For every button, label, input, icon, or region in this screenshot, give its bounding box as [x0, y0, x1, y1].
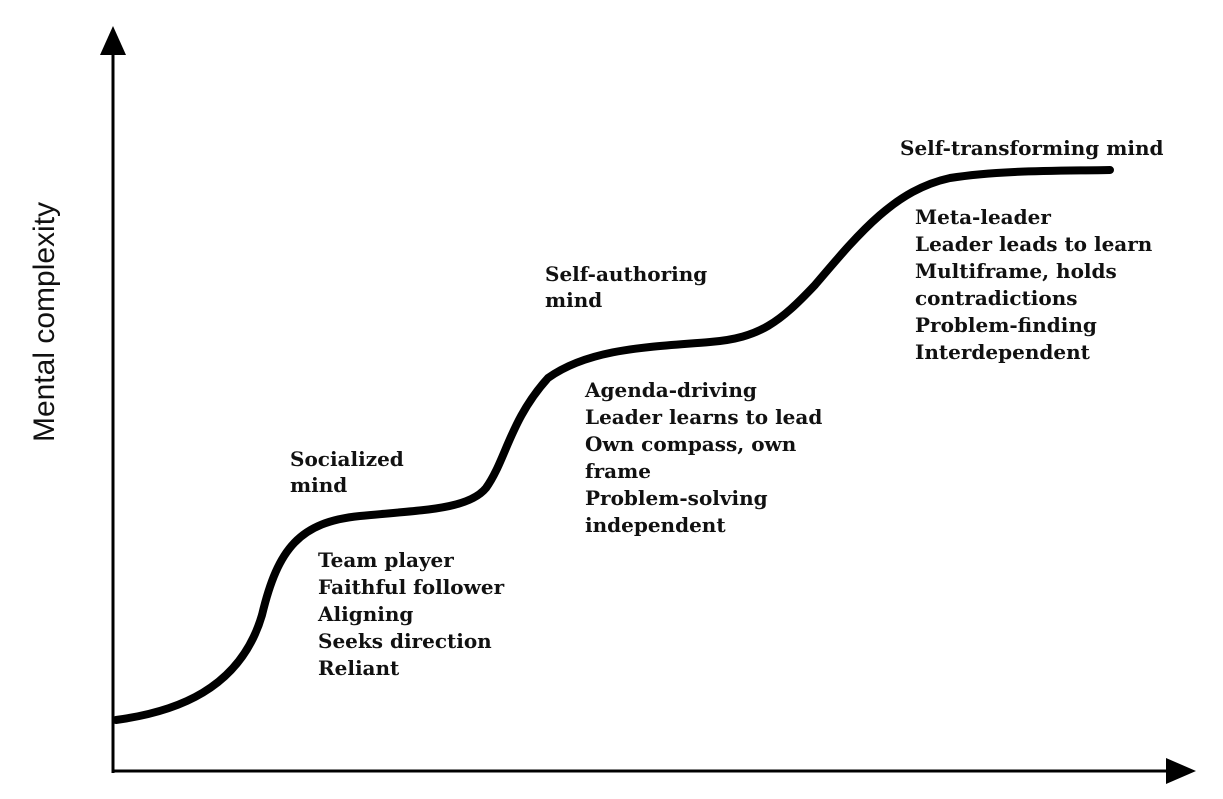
- trait-list-self-authoring: Agenda-driving Leader learns to lead Own…: [584, 378, 829, 537]
- trait-item: frame: [585, 459, 651, 483]
- x-axis-arrowhead: [1166, 758, 1196, 784]
- trait-item: Leader leads to learn: [915, 232, 1153, 256]
- stage-self-transforming-mind: Self-transforming mind Meta-leader Leade…: [900, 136, 1164, 364]
- trait-item: contradictions: [915, 286, 1078, 310]
- stage-socialized-mind: Socialized mind Team player Faithful fol…: [290, 447, 511, 680]
- y-axis-label: Mental complexity: [28, 202, 61, 442]
- trait-list-socialized: Team player Faithful follower Aligning S…: [317, 548, 511, 680]
- stage-self-authoring-mind: Self-authoring mind Agenda-driving Leade…: [545, 262, 829, 537]
- stage-title-self-authoring: Self-authoring mind: [545, 262, 714, 312]
- stage-title-line: mind: [545, 288, 602, 312]
- trait-item: Own compass, own: [585, 432, 797, 456]
- trait-item: Seeks direction: [318, 629, 492, 653]
- stage-title-socialized: Socialized mind: [290, 447, 411, 497]
- stage-title-self-transforming: Self-transforming mind: [900, 136, 1164, 160]
- stage-title-line: Self-authoring: [545, 262, 707, 286]
- trait-list-self-transforming: Meta-leader Leader leads to learn Multif…: [915, 205, 1159, 364]
- stage-title-line: mind: [290, 473, 347, 497]
- trait-item: independent: [585, 513, 726, 537]
- trait-item: Leader learns to lead: [585, 405, 822, 429]
- y-axis-arrowhead: [100, 26, 126, 55]
- trait-item: Problem-solving: [585, 486, 768, 510]
- trait-item: Team player: [318, 548, 454, 572]
- trait-item: Reliant: [318, 656, 400, 680]
- trait-item: Problem-finding: [915, 313, 1097, 337]
- stage-title-line: Socialized: [290, 447, 404, 471]
- trait-item: Faithful follower: [318, 575, 505, 599]
- trait-item: Meta-leader: [915, 205, 1051, 229]
- stage-title-line: Self-transforming mind: [900, 136, 1164, 160]
- trait-item: Interdependent: [915, 340, 1091, 364]
- trait-item: Aligning: [317, 602, 413, 626]
- trait-item: Multiframe, holds: [915, 259, 1117, 283]
- trait-item: Agenda-driving: [584, 378, 757, 402]
- development-curve: [112, 166, 1114, 724]
